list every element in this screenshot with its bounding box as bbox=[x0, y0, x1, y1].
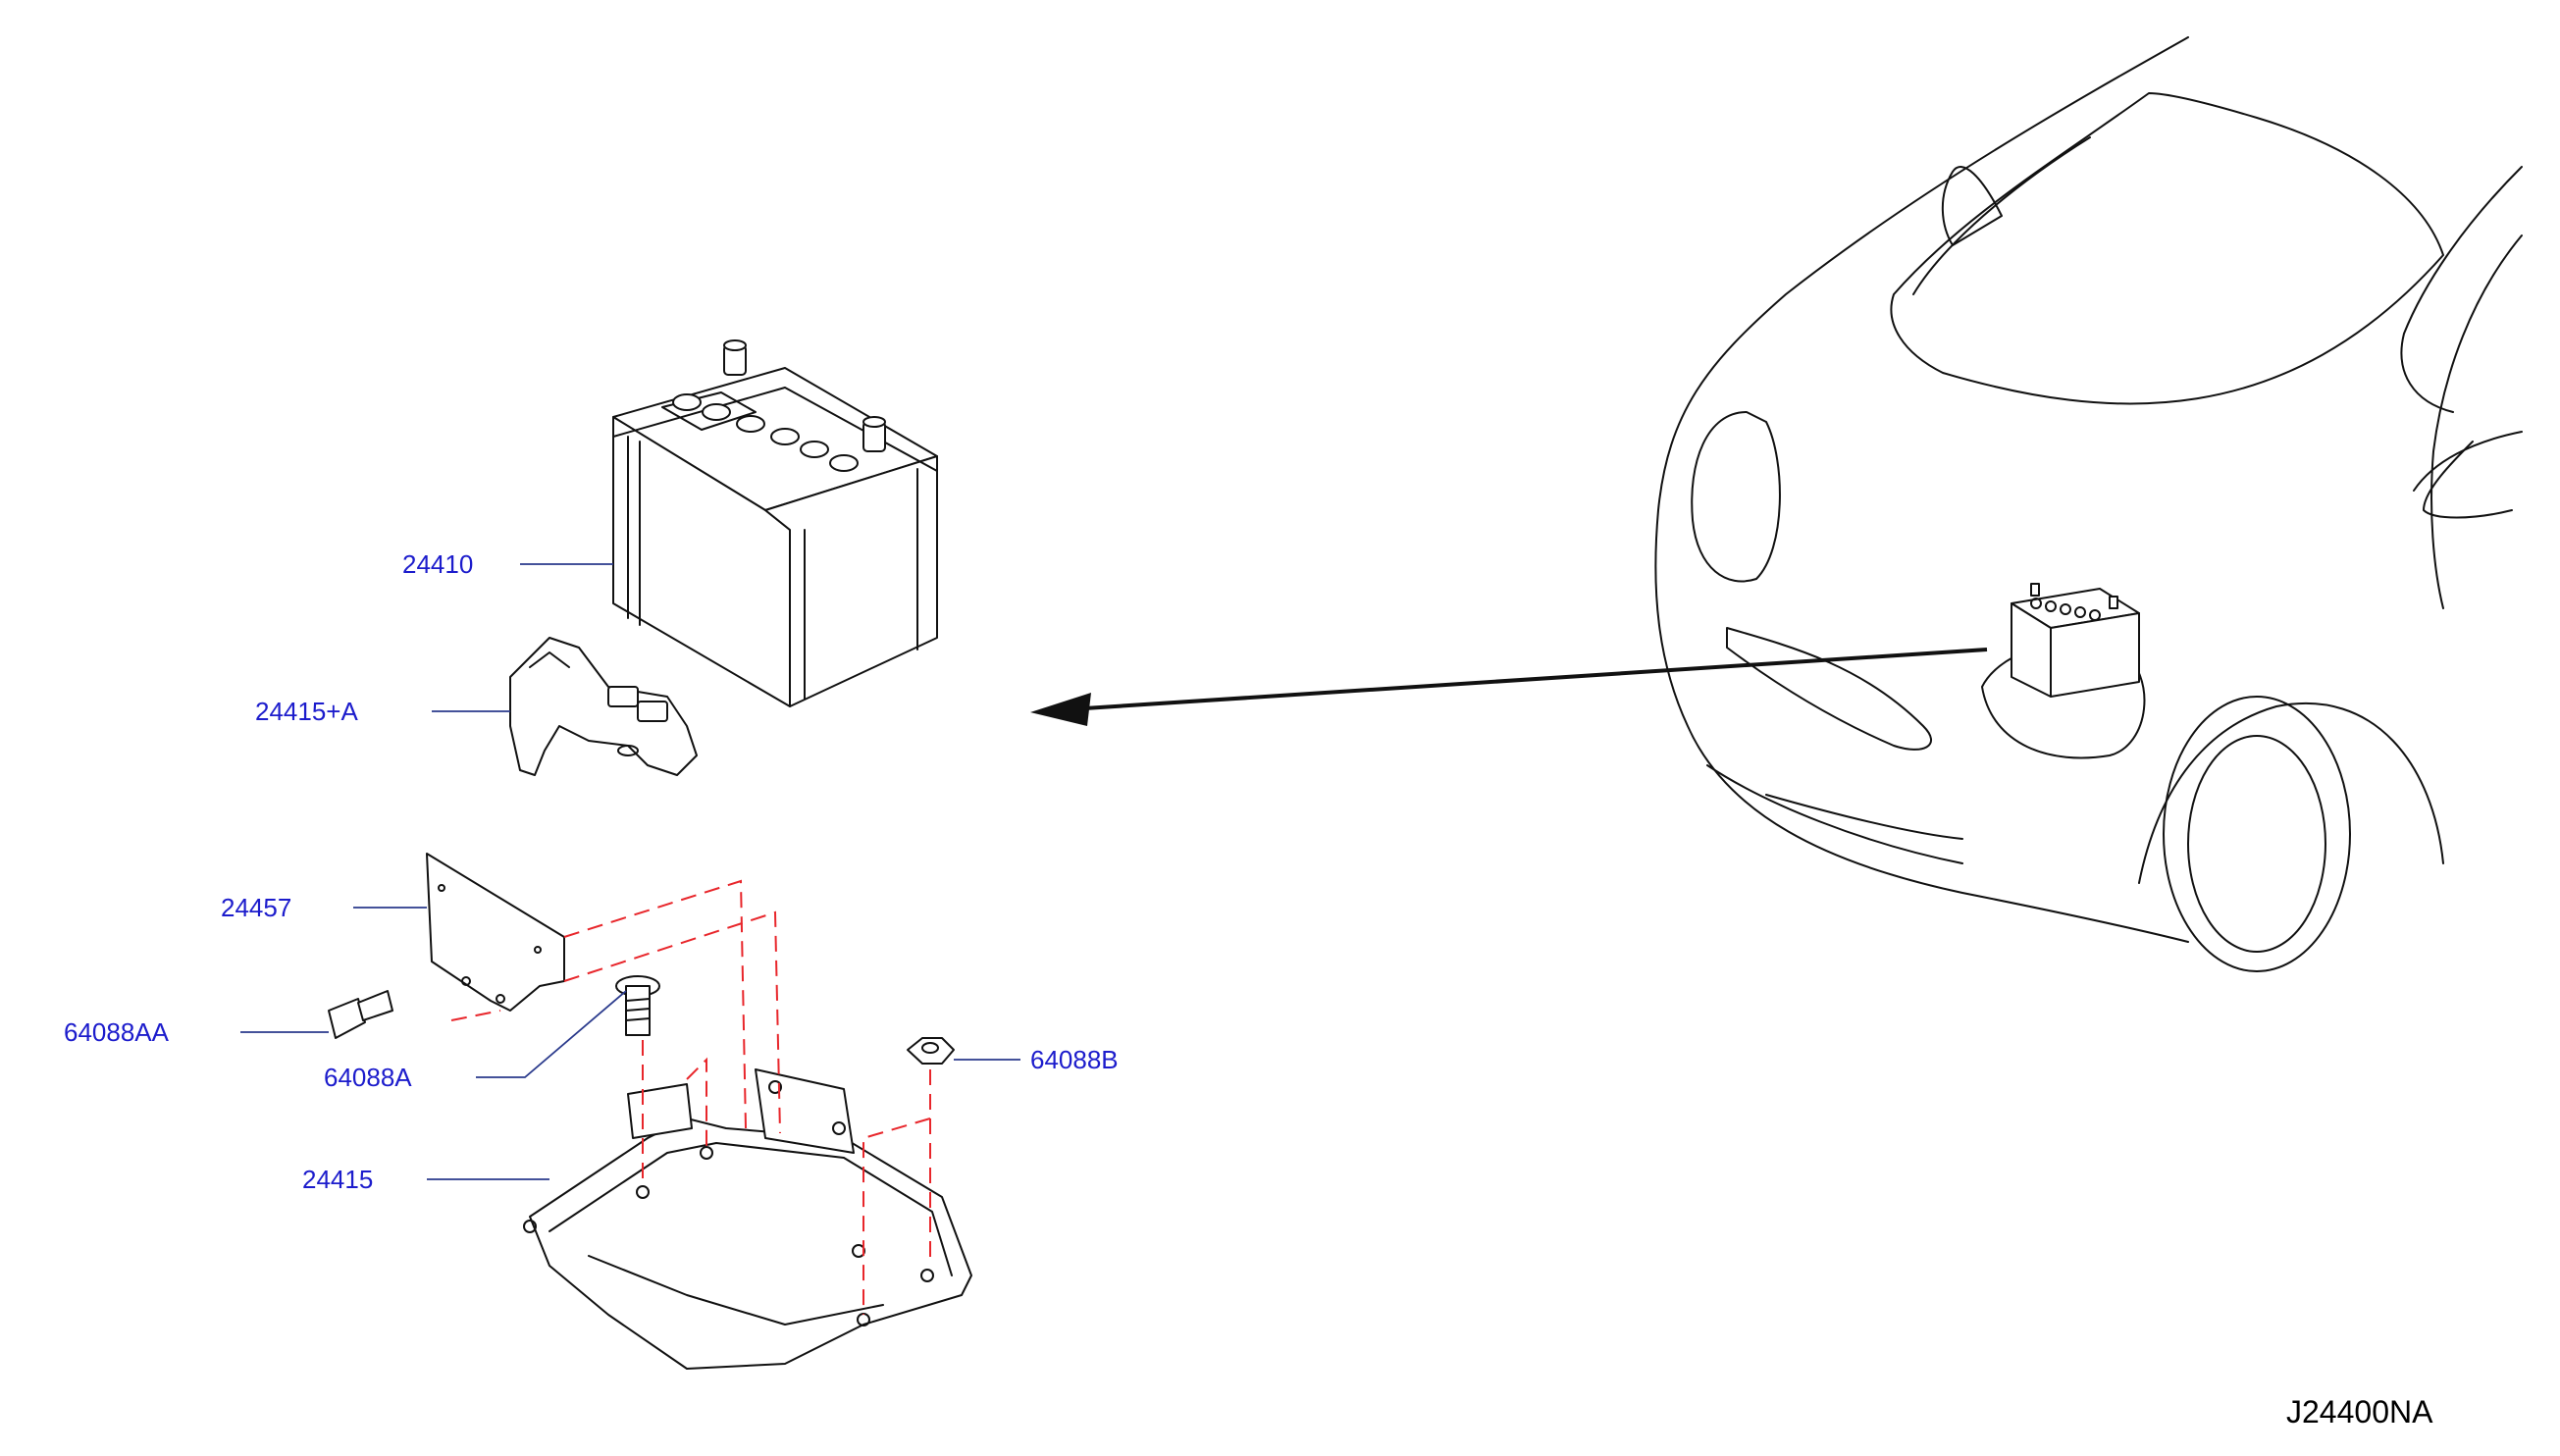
battery-illustration bbox=[612, 339, 938, 707]
part-number-64088b[interactable]: 64088B bbox=[1030, 1045, 1119, 1074]
assembly-guides bbox=[450, 879, 931, 1315]
part-number-64088aa[interactable]: 64088AA bbox=[64, 1017, 170, 1047]
part-number-24415[interactable]: 24415 bbox=[302, 1165, 373, 1194]
battery-frame-illustration bbox=[509, 637, 698, 776]
leader-64088a bbox=[476, 990, 627, 1078]
part-number-24410[interactable]: 24410 bbox=[402, 549, 473, 579]
battery-cover-illustration bbox=[426, 853, 565, 1012]
bolt-aa-illustration bbox=[328, 990, 393, 1039]
location-arrow bbox=[1030, 648, 1988, 726]
bolt-a-illustration bbox=[615, 975, 660, 1036]
part-labels: 24410 24415+A 24457 64088AA 64088A 64088… bbox=[64, 549, 1119, 1194]
car-outline bbox=[1654, 36, 2523, 972]
battery-tray-illustration bbox=[523, 1068, 972, 1370]
part-number-24415-a[interactable]: 24415+A bbox=[255, 697, 358, 726]
leader-lines bbox=[240, 563, 1020, 1180]
diagram-code: J24400NA bbox=[2286, 1394, 2433, 1430]
mini-battery-icon bbox=[2011, 583, 2140, 698]
nut-b-illustration bbox=[907, 1037, 955, 1065]
part-number-64088a[interactable]: 64088A bbox=[324, 1063, 412, 1092]
part-number-24457[interactable]: 24457 bbox=[221, 893, 291, 922]
